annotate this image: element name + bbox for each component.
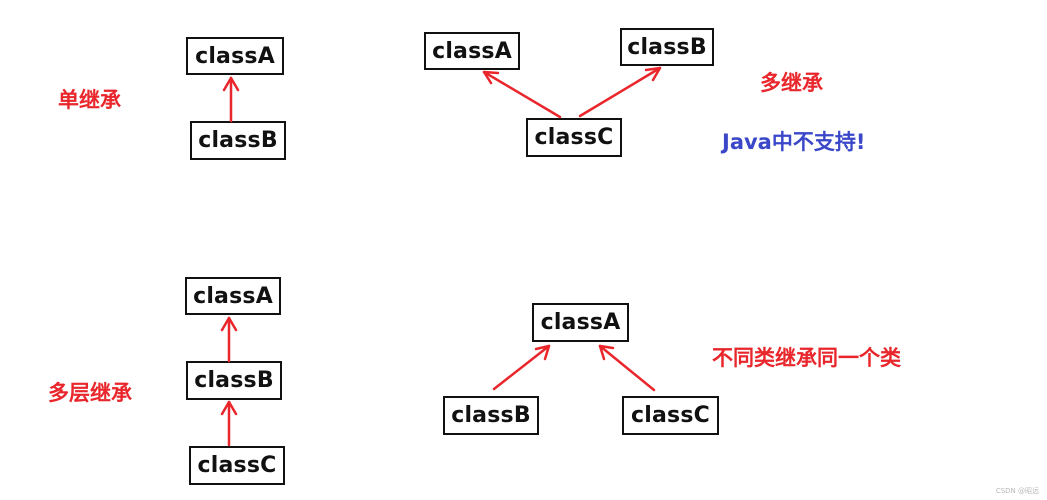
hierarchical-parent-box: classA — [532, 303, 629, 342]
single-parent-box: classA — [186, 37, 284, 75]
multiple-child-box: classC — [526, 118, 622, 157]
watermark: CSDN @昭远 — [995, 487, 1039, 495]
arrow-single-b-to-a — [222, 76, 240, 123]
arrow-multiple-c-to-b — [578, 66, 662, 118]
multilevel-middle-box: classB — [186, 361, 282, 400]
arrow-multilevel-c-to-b — [220, 400, 238, 447]
single-child-box: classB — [190, 121, 286, 160]
multiple-parent-a-box: classA — [424, 32, 520, 70]
arrow-hierarchical-b-to-a — [492, 344, 551, 391]
hierarchical-child-right-box: classC — [622, 396, 719, 435]
label-hierarchical-inheritance: 不同类继承同一个类 — [712, 346, 901, 370]
arrow-multiple-c-to-a — [482, 70, 562, 119]
arrow-multilevel-b-to-a — [220, 316, 238, 363]
label-single-inheritance: 单继承 — [58, 88, 121, 112]
hierarchical-child-left-box: classB — [443, 396, 539, 435]
multiple-parent-b-box: classB — [620, 28, 714, 66]
arrow-hierarchical-c-to-a — [598, 344, 656, 392]
label-multiple-inheritance: 多继承 — [760, 71, 823, 95]
multilevel-top-box: classA — [185, 277, 281, 315]
label-java-not-supported: Java中不支持! — [722, 130, 866, 154]
multilevel-bottom-box: classC — [189, 446, 285, 485]
label-multilevel-inheritance: 多层继承 — [48, 381, 132, 405]
